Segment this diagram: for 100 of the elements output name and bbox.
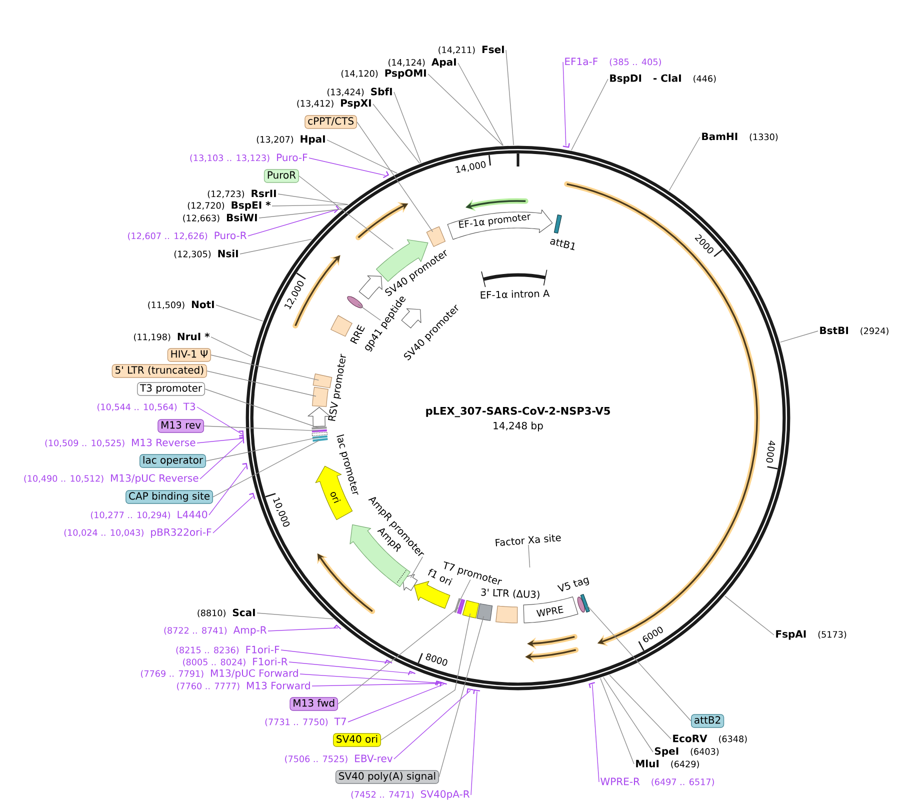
leader-line [372, 104, 420, 164]
leader-line [206, 370, 316, 397]
leader-line [258, 208, 343, 218]
site-label: SpeI (6403) [654, 747, 719, 757]
leader-line [603, 676, 654, 752]
leader-line [586, 605, 692, 722]
leader-line [348, 684, 444, 722]
leader-line [724, 596, 774, 636]
site-label: (11,509) NotI [148, 300, 214, 310]
leader-line [312, 683, 441, 686]
feature-marker [347, 296, 363, 308]
primer-label: (13,103 .. 13,123) Puro-F [190, 154, 308, 162]
leader-line [308, 158, 386, 176]
leader-line [204, 388, 319, 428]
leader-line [609, 674, 672, 740]
leader-line [272, 204, 348, 206]
primer-label: (10,490 .. 10,512) M13/pUC Reverse [24, 474, 198, 484]
tick-label: 14,000 [456, 161, 486, 173]
feature-tag: CAP binding site [126, 490, 213, 504]
site-label: (13,424) SbfI [327, 88, 392, 96]
primer-label: EF1a-F (385 .. 405) [565, 58, 661, 66]
leader-line [780, 330, 818, 343]
site-label: (13,412) PspXI [297, 99, 371, 109]
leader-line [256, 612, 334, 620]
leader-line [288, 662, 413, 674]
feature-tag: PuroR [264, 169, 299, 183]
feature-box [476, 603, 493, 621]
leader-line [240, 238, 312, 254]
feature-stripe [456, 598, 464, 614]
leader-line [248, 210, 336, 236]
feature-box [462, 600, 480, 618]
feature-box [312, 386, 328, 407]
tick-label: 4000 [766, 440, 776, 463]
primer-label: (7452 .. 7471) SV40pA-R [351, 790, 470, 800]
primer-label: (10,024 .. 10,043) pBR322ori-F [64, 528, 212, 538]
leader-line [470, 691, 478, 796]
site-label: MluI (6429) [636, 760, 699, 768]
feature-box [312, 374, 332, 388]
feature-label: RSV promoter [328, 354, 346, 422]
leader-line [438, 616, 484, 778]
leader-line [196, 406, 242, 434]
leader-line [278, 194, 348, 205]
leader-line [358, 304, 381, 321]
primer-label: (7769 .. 7791) M13/pUC Forward [141, 669, 298, 679]
feature-label: V5 tag [557, 577, 590, 592]
site-label: (12,663) BsiWI [183, 214, 257, 222]
leader-line [428, 74, 503, 146]
feature-tag: M13 fwd [290, 697, 338, 711]
site-label: (13,207) HpaI [256, 135, 325, 145]
feature-tag: SV40 poly(A) signal [335, 770, 439, 784]
leader-line [300, 674, 440, 684]
leader-line [410, 556, 424, 578]
primer-label: (7731 .. 7750) T7 [265, 718, 346, 726]
leader-line [200, 440, 243, 480]
feature-stripe [580, 594, 590, 613]
leader-line [380, 613, 471, 740]
leader-line [216, 304, 264, 322]
primer-label: (10,277 .. 10,294) L4440 [90, 510, 208, 520]
site-label: BstBI (2924) [820, 326, 888, 336]
leader-line [326, 140, 398, 174]
feature-label: attB1 [550, 238, 574, 250]
feature-tag: 5' LTR (truncated) [112, 364, 207, 378]
site-label: (12,720) BspEI * [188, 201, 271, 211]
feature-stripe [312, 435, 328, 439]
feature-stripe [312, 426, 327, 430]
site-label: FspAI (5173) [776, 630, 846, 640]
site-label: (8810) ScaI [198, 608, 255, 618]
tick-label: 8000 [426, 654, 448, 666]
leader-line [592, 684, 600, 782]
feature-tag: M13 rev [158, 419, 204, 433]
feature-tag: HIV-1 Ψ [167, 348, 211, 362]
leader-line [394, 92, 422, 164]
leader-line [356, 122, 434, 232]
feature-label: EF-1α intron A [480, 290, 550, 299]
leader-line [268, 628, 338, 632]
feature-label: Factor Xa site [496, 534, 561, 546]
feature-tag: SV40 ori [333, 733, 382, 747]
primer-label: (8005 .. 8024) F1ori-R [183, 658, 288, 666]
site-label: BamHI (1330) [702, 132, 778, 142]
feature-box [426, 226, 446, 247]
primer-label: WPRE-R (6497 .. 6517) [600, 778, 714, 786]
feature-stripe [312, 438, 328, 442]
primer-label: (8722 .. 8741) Amp-R [164, 626, 267, 636]
site-label: (14,124) ApaI [388, 58, 456, 68]
leader-line [458, 579, 471, 604]
leader-line [668, 136, 700, 191]
feature-tag: cPPT/CTS [304, 115, 357, 129]
feature-label: 3' LTR (ΔU3) [481, 588, 540, 600]
leader-line [208, 466, 246, 516]
feature-label: RRE [350, 324, 365, 344]
site-label: (14,120) PspOMI [341, 69, 426, 79]
leader-line [571, 78, 608, 151]
leader-line [212, 496, 254, 534]
map-length: 14,248 bp [494, 422, 543, 432]
feature-tag: T3 promoter [137, 382, 205, 396]
site-label: (12,305) NsiI [174, 250, 238, 258]
leader-line [210, 354, 320, 381]
leader-line [196, 438, 243, 444]
leader-line [212, 440, 320, 498]
leader-line [506, 50, 514, 146]
